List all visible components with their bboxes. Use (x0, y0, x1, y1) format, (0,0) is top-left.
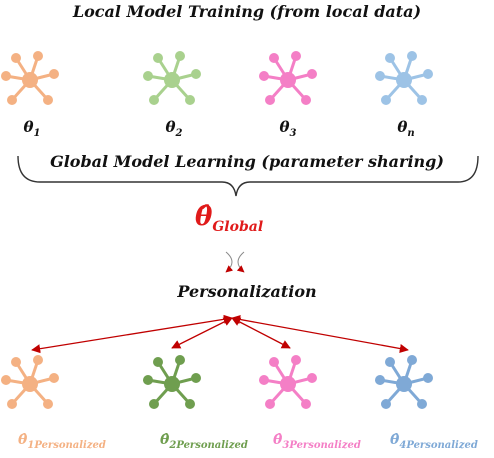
distribution-arrow-4 (231, 314, 409, 354)
local-model-label-2: θ2 (165, 118, 183, 139)
local-training-title: Local Model Training (from local data) (72, 2, 422, 21)
distribution-arrow-1 (31, 314, 233, 354)
distribution-arrow-2 (171, 317, 233, 349)
personalized-model-label-2: θ̂2Personalized (160, 432, 248, 451)
personalized-model-label-1: θ̂1Personalized (18, 432, 106, 451)
cycle-arrow-icon (236, 251, 245, 273)
distribution-arrow-3 (231, 317, 291, 349)
local-network-icon-2 (143, 51, 201, 105)
personalized-model-label-4: θ̂4Personalized (390, 432, 478, 451)
global-learning-title: Global Model Learning (parameter sharing… (50, 152, 444, 171)
local-network-icon-4 (375, 51, 433, 105)
personalized-network-icon-4 (375, 355, 433, 409)
local-model-label-n: θn (397, 118, 415, 139)
local-network-icon-3 (259, 51, 317, 105)
local-model-label-1: θ1 (23, 118, 41, 139)
parameter-sharing-brace (17, 155, 479, 197)
cycle-arrow-icon (225, 251, 234, 273)
personalized-network-icon-2 (143, 355, 201, 409)
personalized-model-label-3: θ̂3Personalized (273, 432, 361, 451)
local-network-icon-1 (1, 51, 59, 105)
personalized-network-icon-1 (1, 355, 59, 409)
personalization-title: Personalization (177, 282, 317, 301)
global-model-label: θ̂Global (195, 202, 264, 235)
personalized-network-icon-3 (259, 355, 317, 409)
local-model-label-3: θ3 (279, 118, 297, 139)
